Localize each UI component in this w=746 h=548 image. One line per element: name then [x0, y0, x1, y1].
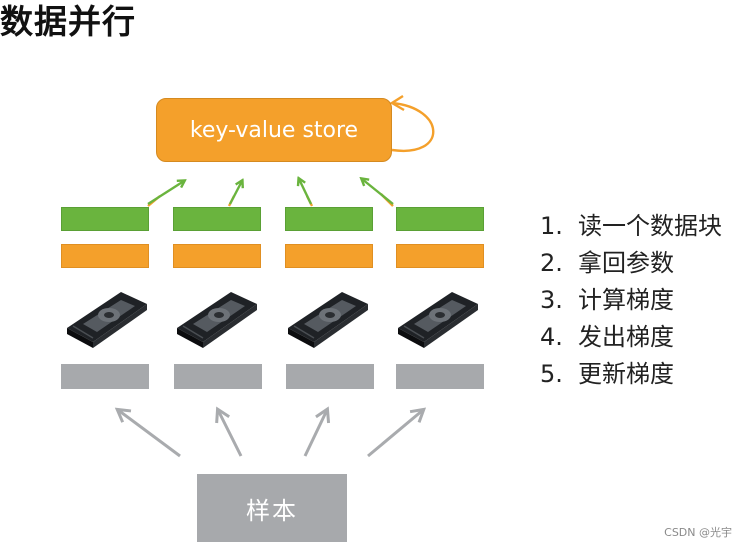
step-number: 3. — [540, 286, 563, 314]
store-self-loop-arrowhead — [389, 94, 405, 112]
worker-4-gray-bar — [396, 364, 484, 389]
worker-3-orange-bar — [285, 244, 373, 268]
step-text: 更新梯度 — [578, 360, 674, 388]
step-number: 2. — [540, 249, 563, 277]
step-text: 拿回参数 — [578, 249, 674, 277]
worker-4-green-bar — [396, 207, 484, 231]
sample-arrow-4 — [367, 407, 427, 458]
key-value-store: key-value store — [156, 98, 392, 162]
step-item: 3. 计算梯度 — [540, 282, 722, 319]
step-text: 发出梯度 — [578, 323, 674, 351]
worker-3-gpu-icon — [288, 292, 368, 348]
sample-box: 样本 — [197, 474, 347, 542]
step-number: 5. — [540, 360, 563, 388]
worker-1-green-arrow — [147, 181, 184, 206]
watermark: CSDN @光宇 — [664, 526, 732, 539]
worker-4-orange-bar — [396, 244, 484, 268]
step-number: 1. — [540, 212, 563, 240]
worker-2-gray-bar — [174, 364, 262, 389]
worker-3-green-arrow — [299, 179, 313, 205]
worker-3-gray-bar — [286, 364, 374, 389]
sample-arrow-1 — [114, 407, 181, 458]
step-number: 4. — [540, 323, 563, 351]
step-text: 计算梯度 — [578, 286, 674, 314]
worker-4-gpu-icon — [398, 292, 478, 348]
step-item: 5. 更新梯度 — [540, 356, 722, 393]
sample-arrow-2 — [215, 406, 243, 457]
worker-1-gray-bar — [61, 364, 149, 389]
worker-2-green-bar — [173, 207, 261, 231]
step-item: 2. 拿回参数 — [540, 245, 722, 282]
worker-1-green-bar — [61, 207, 149, 231]
step-item: 1. 读一个数据块 — [540, 208, 722, 245]
sample-arrow-3 — [303, 406, 331, 457]
store-self-loop — [391, 101, 435, 153]
worker-4-green-arrow — [362, 179, 394, 205]
worker-3-green-bar — [285, 207, 373, 231]
worker-2-green-arrow — [228, 181, 242, 205]
page-title: 数据并行 — [0, 2, 136, 41]
step-item: 4. 发出梯度 — [540, 319, 722, 356]
worker-1-orange-bar — [61, 244, 149, 268]
worker-1-gpu-icon — [67, 292, 147, 348]
step-text: 读一个数据块 — [578, 212, 722, 240]
worker-2-orange-bar — [173, 244, 261, 268]
worker-2-gpu-icon — [177, 292, 257, 348]
steps-list: 1. 读一个数据块 2. 拿回参数 3. 计算梯度 4. 发出梯度 5. 更新梯度 — [540, 208, 722, 393]
